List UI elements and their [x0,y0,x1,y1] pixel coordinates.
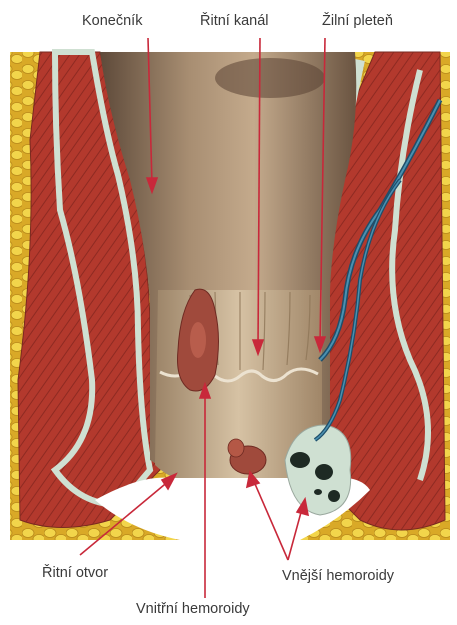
label-external-hemorrhoids: Vnější hemoroidy [282,569,394,584]
label-anal-canal: Řitní kanál [200,14,269,29]
vein-cross-section-1 [290,452,310,468]
vein-cross-section-3 [328,490,340,502]
label-venous-plexus: Žilní pleteň [322,14,393,29]
label-internal-hemorrhoids: Vnitřní hemoroidy [136,602,250,617]
rectum-opening [215,58,325,98]
vein-cross-section-2 [315,464,333,480]
external-hemorrhoid-2 [228,439,244,457]
vein-cross-section-4 [314,489,322,495]
label-anus: Řitní otvor [42,566,108,581]
internal-hemorrhoid-highlight [190,322,206,358]
label-rectum: Konečník [82,14,142,29]
